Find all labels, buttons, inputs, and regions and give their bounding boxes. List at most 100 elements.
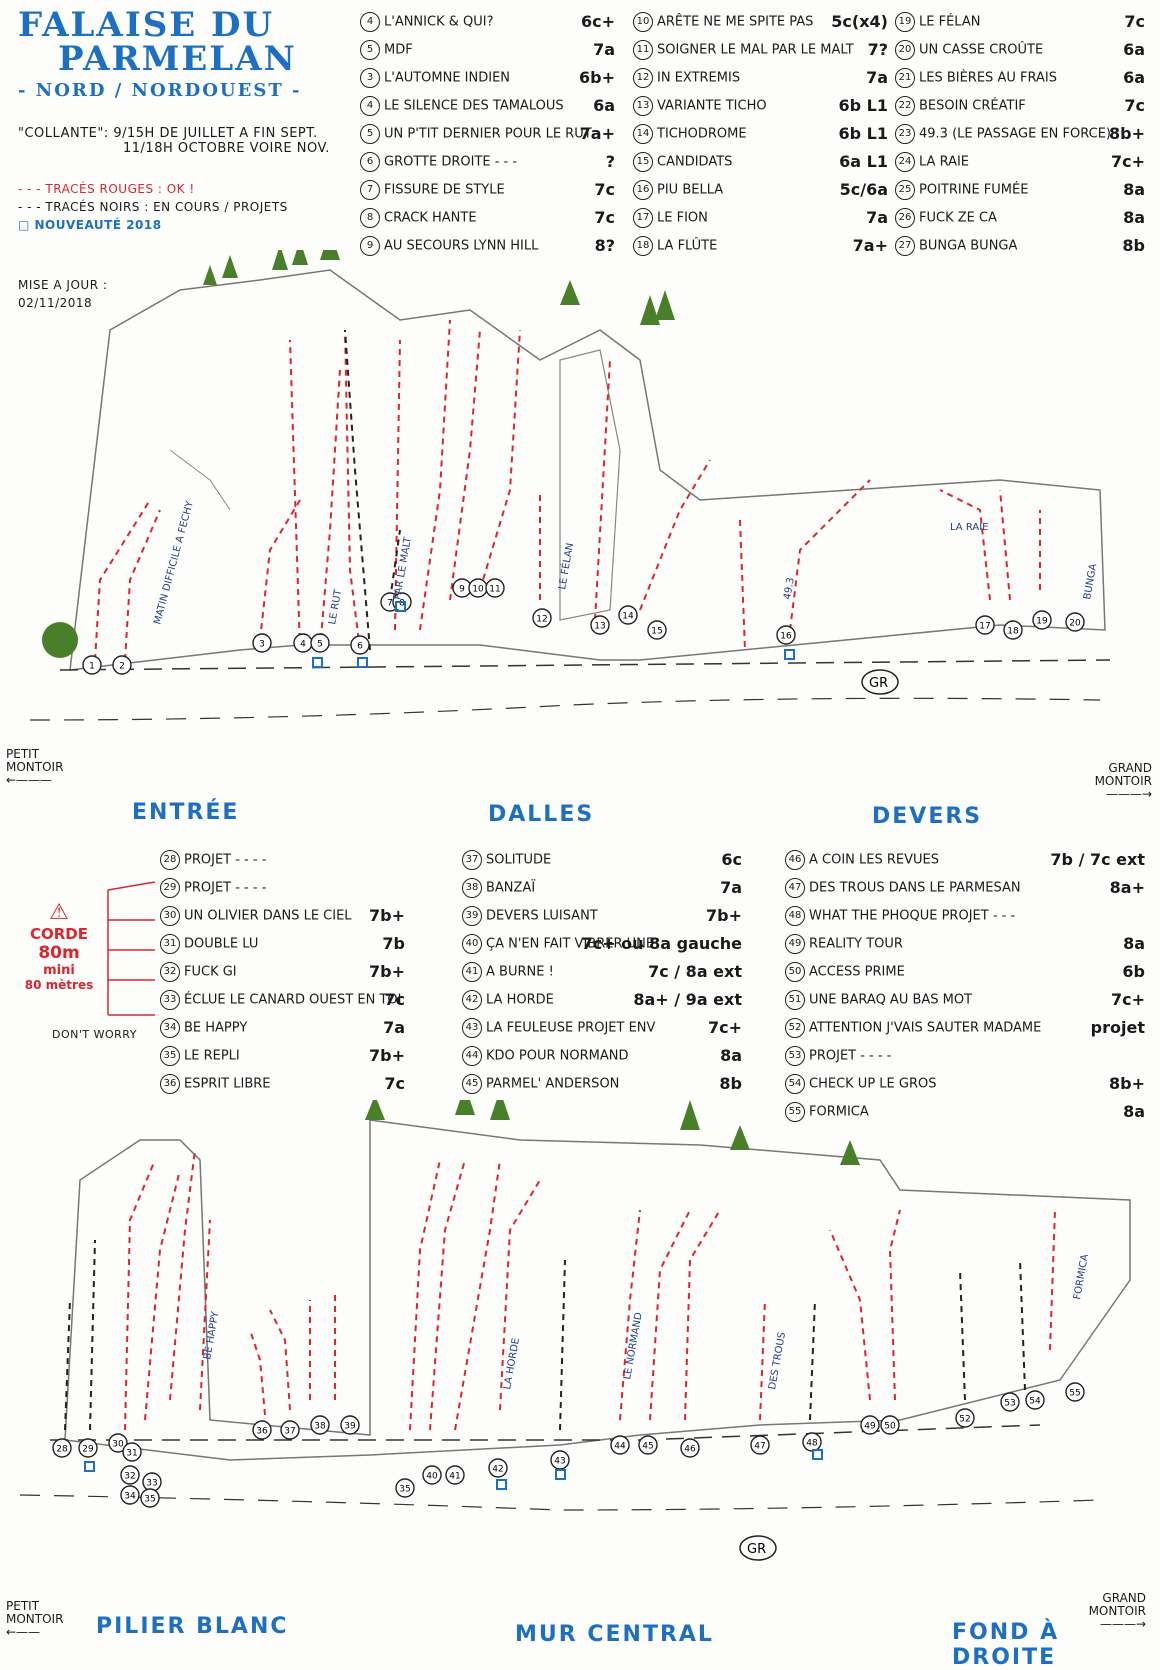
nav-left-top: PETIT MONTOIR ←——— [6, 747, 76, 788]
wall-label: DES TROUS [767, 1331, 788, 1390]
route-start-number: 46 [684, 1445, 696, 1455]
route-number: 13 [633, 96, 653, 116]
route-number: 30 [160, 906, 180, 926]
route-start-number: 29 [82, 1445, 94, 1455]
route-name: BUNGA BUNGA [919, 238, 1018, 254]
route-start-number: 20 [1069, 619, 1081, 629]
route-name: LA HORDE [486, 992, 554, 1008]
route-name: TICHODROME [657, 126, 747, 142]
route-number: 25 [895, 180, 915, 200]
route-name: UN P'TIT DERNIER POUR LE RUT [384, 126, 592, 142]
route-grade: 6b L1 [838, 124, 888, 143]
route-number: 49 [785, 934, 805, 954]
route-start-marker [776, 625, 796, 645]
route-start-marker [280, 1420, 300, 1440]
route-start-marker [618, 605, 638, 625]
route-start-marker [532, 608, 552, 628]
route-name: FUCK ZE CA [919, 210, 997, 226]
route-number: 5 [360, 40, 380, 60]
route-start-marker [750, 1435, 770, 1455]
route-name: LE SILENCE DES TAMALOUS [384, 98, 564, 114]
approach-trail-bottom [19, 1494, 1101, 1511]
route-name: UN OLIVIER DANS LE CIEL [184, 908, 352, 924]
route-grade: 7c [594, 180, 615, 199]
tree [730, 1125, 750, 1150]
dont-worry: DON'T WORRY [52, 1028, 137, 1041]
route-start-number: 6 [357, 642, 363, 652]
nav-right-label: GRAND MONTOIR [1094, 761, 1152, 789]
route-name: FORMICA [809, 1104, 869, 1120]
route-grade: 6a [593, 96, 615, 115]
route-grade: 7? [867, 40, 888, 59]
warning-line4: 80 mètres [24, 978, 94, 992]
route-number: 16 [633, 180, 653, 200]
route-start-number: 44 [614, 1442, 626, 1452]
route-name: LES BIÈRES AU FRAIS [919, 70, 1057, 86]
route-name: IN EXTREMIS [657, 70, 741, 86]
new-markers-bottom [84, 1449, 823, 1490]
route-start-marker [350, 635, 370, 655]
season-label: "COLLANTE": [18, 126, 109, 141]
route-start-number: 1 [89, 662, 95, 672]
approach-trail-top [29, 697, 1101, 721]
route-start-marker [82, 655, 102, 675]
wall-label: LA RAIE [950, 522, 988, 533]
route-grade: 8b+ [1109, 124, 1145, 143]
route-name: DOUBLE LU [184, 936, 259, 952]
tree [680, 1100, 700, 1130]
route-number: 27 [895, 236, 915, 256]
route-start-marker [252, 1420, 272, 1440]
route-number: 32 [160, 962, 180, 982]
route-start-number: 13 [594, 622, 605, 632]
route-number: 54 [785, 1074, 805, 1094]
route-grade: ? [605, 152, 615, 171]
wall-label: PAR LE MALT [392, 535, 414, 600]
route-start-number: 39 [344, 1422, 356, 1432]
route-name: DES TROUS DANS LE PARMESAN [809, 880, 1021, 896]
tree [490, 1100, 510, 1120]
route-grade: 8b [719, 1074, 742, 1093]
route-grade: 7a+ [579, 124, 615, 143]
route-grade: 6a L1 [839, 152, 888, 171]
tree [640, 295, 660, 325]
route-grade: 8a [1123, 208, 1145, 227]
legend-red: - - - TRACÉS ROUGES : OK ! [18, 182, 195, 196]
route-start-number: 32 [124, 1472, 135, 1482]
nav-left-label: PETIT MONTOIR [6, 1599, 64, 1627]
update-label: MISE A JOUR : [18, 278, 108, 292]
nav-left-label: PETIT MONTOIR [6, 747, 64, 775]
route-name: CHECK UP LE GROS [809, 1076, 937, 1092]
route-number: 14 [633, 124, 653, 144]
wall-label: LA HORDE [502, 1337, 522, 1390]
route-start-marker [52, 1438, 72, 1458]
pillar-outline [559, 349, 621, 621]
route-start-number: 35 [399, 1485, 410, 1495]
route-name: MDF [384, 42, 413, 58]
route-grade: 7c [1124, 12, 1145, 31]
route-number: 17 [633, 208, 653, 228]
route-grade: 8a [1123, 180, 1145, 199]
route-start-number: 42 [492, 1465, 503, 1475]
route-grade: 8b+ [1109, 1074, 1145, 1093]
route-start-number: 37 [284, 1427, 295, 1437]
tree [320, 250, 340, 260]
sector-fond: FOND À DROITE [952, 1620, 1060, 1670]
route-start-number: 52 [959, 1415, 970, 1425]
route-grade: 7c+ [1110, 990, 1145, 1009]
route-grade: 7c [384, 990, 405, 1009]
route-grade: 7b+ [369, 962, 405, 981]
route-start-number: 30 [112, 1440, 124, 1450]
tree [455, 1100, 475, 1115]
route-name: ATTENTION J'VAIS SAUTER MADAME [809, 1020, 1042, 1036]
route-start-number: 49 [864, 1422, 876, 1432]
